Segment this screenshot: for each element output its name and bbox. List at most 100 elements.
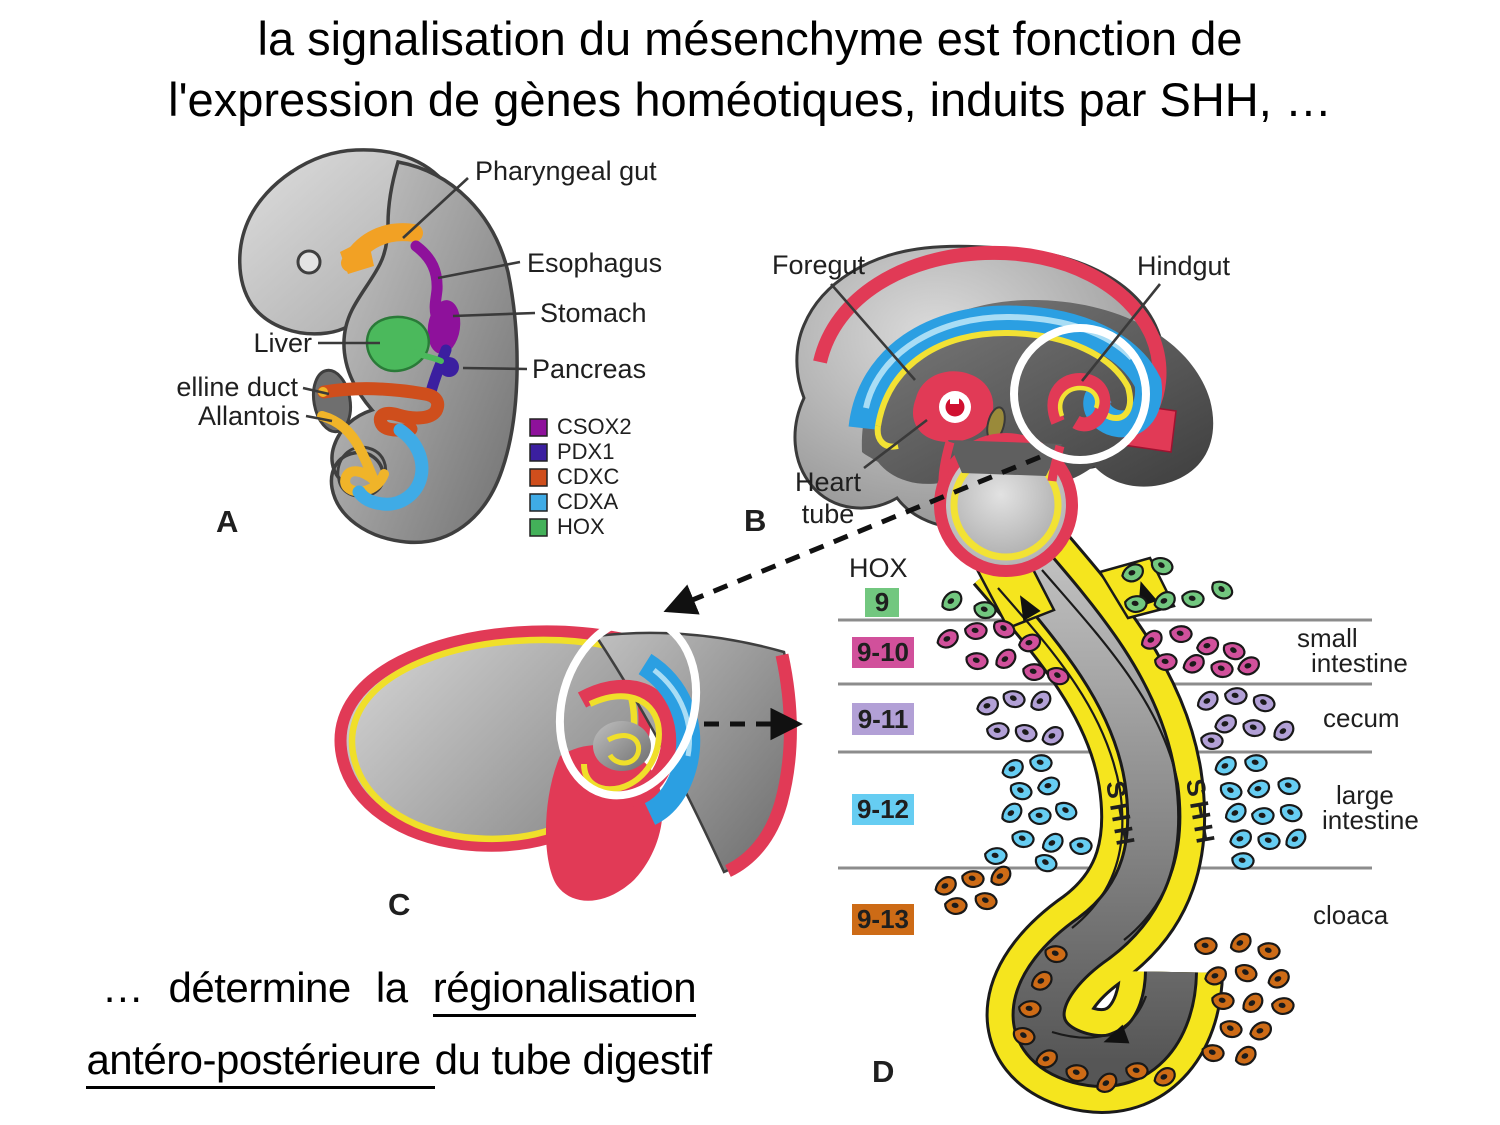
cdxc-midgut [317, 382, 445, 437]
legend-label-hox: HOX [557, 514, 605, 539]
mesenchyme-cell [976, 696, 1000, 716]
caption-underlined-antero-posterieure: antéro-postérieure [86, 1036, 435, 1089]
mesenchyme-cell [1035, 1049, 1059, 1069]
mesenchyme-cell [1001, 759, 1024, 779]
pharyngeal-gut-label: Pharyngeal gut [475, 156, 657, 186]
mesenchyme-cell [1234, 964, 1258, 983]
mesenchyme-cell [1034, 854, 1058, 873]
mesenchyme-cells [934, 557, 1307, 1093]
mesenchyme-cell [1022, 663, 1046, 681]
mesenchyme-cell [1234, 1045, 1257, 1066]
region-label-cloaca: cloaca [1313, 900, 1389, 930]
slide-caption: … détermine la régionalisation antéro-po… [18, 952, 780, 1096]
mesenchyme-cell [1181, 590, 1205, 608]
mesenchyme-cell [1219, 1020, 1243, 1039]
mesenchyme-cell [1229, 932, 1252, 953]
mesenchyme-cell [973, 601, 997, 620]
mesenchyme-cell [1247, 779, 1271, 799]
liver-bud [365, 315, 430, 373]
mesenchyme-cell [1279, 804, 1303, 823]
mesenchyme-cell [1252, 694, 1276, 713]
mesenchyme-cell [986, 722, 1010, 741]
svg-text:9-13: 9-13 [857, 904, 909, 934]
mesenchyme-cell [1242, 992, 1264, 1013]
mesenchyme-cell [1285, 828, 1307, 849]
caption-line-1: … détermine la régionalisation [18, 952, 780, 1024]
panel-d-hox-regionalization: SHH SHH HOX 9 9-10 9-11 9-12 9-1 [838, 515, 1419, 1114]
mesenchyme-cell [1196, 636, 1220, 656]
mesenchyme-cell [1273, 720, 1295, 741]
hox-box-9: 9 [865, 587, 899, 617]
mesenchyme-cell [965, 652, 989, 671]
stalk-red-edge-left [938, 440, 955, 482]
hox-box-9-10: 9-10 [852, 637, 914, 668]
mesenchyme-cell [1214, 756, 1237, 776]
mesenchyme-cell [1204, 966, 1228, 986]
mesenchyme-cell [1257, 942, 1281, 961]
mesenchyme-cell [961, 870, 985, 888]
slide-title: la signalisation du mésenchyme est fonct… [0, 8, 1500, 130]
mesenchyme-cell [941, 590, 963, 611]
hindgut-leader [1080, 283, 1162, 382]
panel-letter-b: B [744, 503, 766, 538]
mesenchyme-cell [1196, 690, 1219, 711]
mesenchyme-cell [1124, 595, 1148, 614]
region-label-small-intestine-2: intestine [1311, 648, 1408, 678]
mesenchyme-cell [1210, 660, 1234, 679]
hox-column-header: HOX [849, 553, 908, 583]
mesenchyme-cell [1219, 782, 1243, 801]
stalk-red-edge-right [1047, 444, 1065, 482]
legend-label-pdx1: PDX1 [557, 439, 614, 464]
esophagus-label: Esophagus [527, 248, 662, 278]
mesenchyme-cell [1037, 776, 1061, 796]
hindgut-yellow-hook [1058, 385, 1100, 417]
mesenchyme-cell [1224, 802, 1247, 823]
mesenchyme-cell [1201, 1044, 1225, 1063]
mesenchyme-cell [1121, 563, 1145, 583]
svg-text:9-10: 9-10 [857, 637, 909, 667]
shh-flow-arrows [1020, 581, 1158, 1044]
legend-swatch-cdxa [529, 493, 548, 512]
otic-vesicle [296, 249, 322, 275]
legend-swatch-hox [529, 518, 548, 537]
mesenchyme-cell [1069, 837, 1093, 855]
cdxa-hindgut [352, 423, 429, 511]
gut-tube [972, 515, 1224, 1114]
mesenchyme-cell [993, 619, 1016, 639]
legend-label-csox2: CSOX2 [557, 414, 632, 439]
fold-center-hook [606, 733, 642, 766]
heart-notch [950, 394, 959, 404]
region-label-large-intestine-1: large [1336, 780, 1394, 810]
mesenchyme-cell [1224, 687, 1248, 706]
foregut-label: Foregut [772, 250, 866, 280]
mesenchyme-cell [1140, 629, 1163, 650]
panel-c-enlarged-midgut: C [334, 614, 803, 922]
mesenchyme-cell [984, 847, 1008, 866]
mesenchyme-cell [974, 892, 998, 911]
pharyngeal-foot [340, 238, 374, 274]
pancreas-bud [439, 357, 459, 377]
mesenchyme-cell [1055, 801, 1078, 821]
mesenchyme-cell [990, 865, 1012, 886]
panel-letter-d: D [872, 1054, 894, 1089]
mesenchyme-cell [1044, 945, 1068, 964]
tailgut-yellow-curl [340, 466, 389, 497]
mesenchyme-cell [1125, 1062, 1149, 1080]
mesenchyme-cell [1231, 852, 1255, 870]
pharyngeal-gut-leader [402, 177, 469, 239]
panel-letter-a: A [216, 504, 238, 539]
mesenchyme-cell [1150, 557, 1174, 576]
gut-blue-highlight [863, 313, 1135, 409]
legend-swatch-cdxc [529, 468, 548, 487]
region-label-cecum: cecum [1323, 703, 1400, 733]
panel-a-embryo-gut-genes: Pharyngeal gut Esophagus Stomach Pancrea… [176, 148, 662, 545]
mesenchyme-cell [1030, 690, 1052, 711]
hindgut-blue-highlight [652, 668, 692, 757]
wedge-mesoderm-band [725, 653, 797, 877]
region-label-small-intestine-1: small [1297, 623, 1358, 653]
mesenchyme-cell [995, 648, 1017, 669]
caption-underlined-regionalisation: régionalisation [432, 964, 697, 1017]
mesenchyme-cell [1029, 754, 1053, 772]
heart-tube-leader [863, 418, 928, 470]
